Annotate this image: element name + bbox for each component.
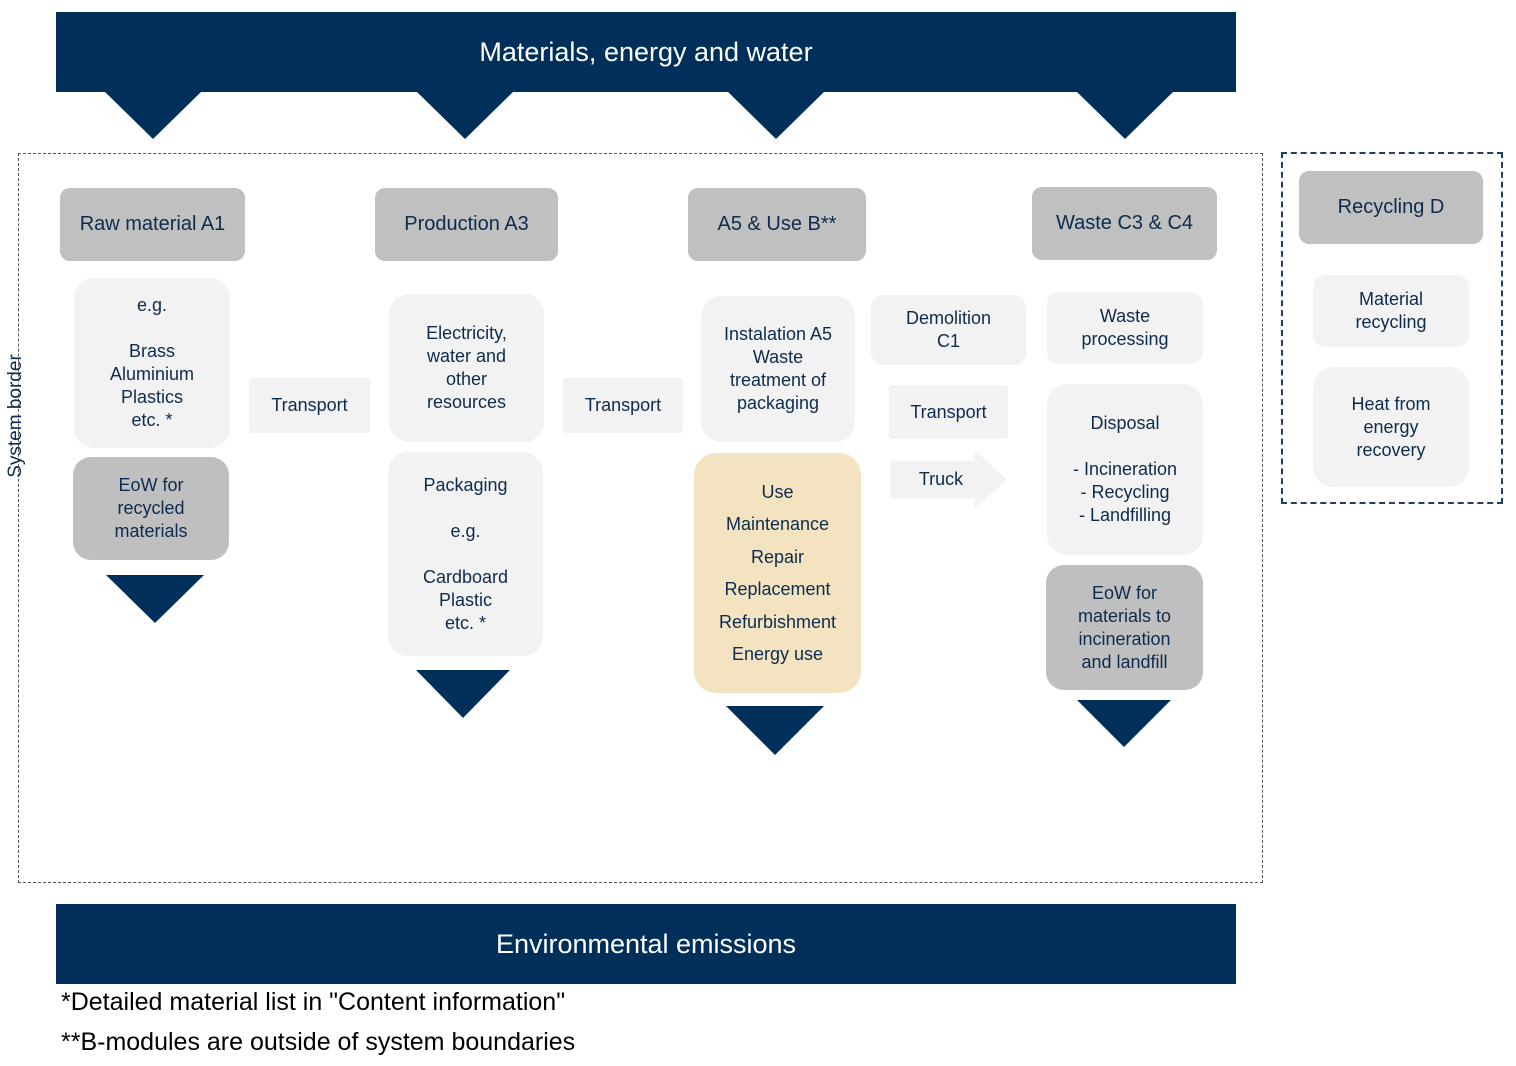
- waste-c3-c4-header: Waste C3 & C4: [1032, 187, 1217, 260]
- use-phase-b: Use Maintenance Repair Replacement Refur…: [694, 453, 861, 693]
- production-resources: Electricity, water and other resources: [389, 294, 544, 442]
- transport-a2: Transport: [249, 378, 370, 433]
- eow-incineration-landfill: EoW for materials to incineration and la…: [1046, 565, 1203, 690]
- emission-arrow-a1: [106, 575, 204, 623]
- system-border-label: System border: [5, 354, 26, 478]
- input-arrow-a1: [104, 91, 202, 139]
- materials-energy-water-band: Materials, energy and water: [56, 12, 1236, 92]
- heat-energy-recovery: Heat from energy recovery: [1313, 367, 1469, 487]
- production-packaging: Packaging e.g. Cardboard Plastic etc. *: [388, 452, 543, 656]
- raw-material-examples: e.g. Brass Aluminium Plastics etc. *: [74, 278, 230, 448]
- input-arrow-a5b: [727, 91, 825, 139]
- raw-material-a1-header: Raw material A1: [60, 188, 245, 261]
- emission-arrow-a5b: [726, 706, 824, 755]
- emission-arrow-c3c4: [1077, 700, 1171, 747]
- a5-use-b-header: A5 & Use B**: [688, 188, 866, 261]
- waste-processing: Waste processing: [1047, 292, 1203, 364]
- transport-a4: Transport: [563, 378, 683, 433]
- footnote-content-information: *Detailed material list in "Content info…: [61, 988, 566, 1016]
- recycling-d-header: Recycling D: [1299, 171, 1483, 244]
- truck-label: Truck: [918, 469, 964, 489]
- footnote-b-modules: **B-modules are outside of system bounda…: [61, 1028, 576, 1056]
- environmental-emissions-label: Environmental emissions: [495, 928, 797, 959]
- demolition-c1: Demolition C1: [871, 295, 1026, 365]
- environmental-emissions-band: Environmental emissions: [56, 904, 1236, 984]
- disposal-options: Disposal - Incineration - Recycling - La…: [1047, 384, 1203, 555]
- system-border-frame: [18, 153, 1263, 883]
- transport-c2: Transport: [889, 385, 1008, 439]
- materials-energy-water-label: Materials, energy and water: [479, 36, 813, 67]
- installation-a5: Instalation A5 Waste treatment of packag…: [701, 296, 855, 442]
- eow-recycled-materials: EoW for recycled materials: [73, 457, 229, 560]
- emission-arrow-a3: [416, 670, 510, 718]
- input-arrow-a3: [416, 91, 514, 139]
- production-a3-header: Production A3: [375, 188, 558, 261]
- recycling-d-frame: [1281, 152, 1503, 504]
- input-arrow-c3c4: [1076, 91, 1174, 139]
- material-recycling: Material recycling: [1313, 275, 1469, 347]
